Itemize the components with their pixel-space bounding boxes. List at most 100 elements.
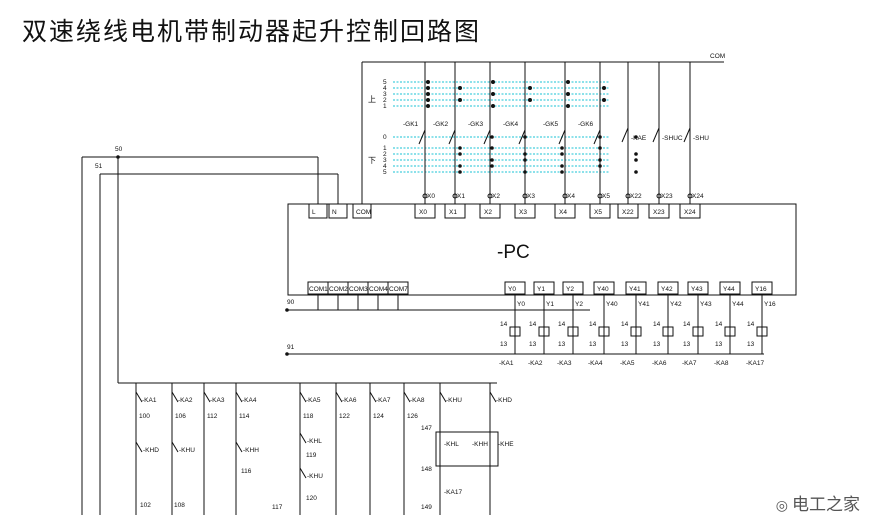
plc-com-COM2: COM2 bbox=[329, 286, 348, 293]
bus-label-51: 51 bbox=[95, 163, 103, 170]
svg-text:14: 14 bbox=[653, 321, 661, 328]
relay-label: -KA8 bbox=[714, 360, 729, 367]
svg-text:13: 13 bbox=[529, 341, 537, 348]
plc-input-X24: X24 bbox=[684, 209, 696, 216]
svg-text:14: 14 bbox=[558, 321, 566, 328]
plc-output-Y42: Y42 bbox=[661, 286, 673, 293]
row-label: 5 bbox=[383, 169, 387, 176]
row-label: 1 bbox=[383, 103, 387, 110]
contact-label: -SHU bbox=[693, 135, 709, 142]
ladder-contact: -KHU bbox=[307, 473, 323, 480]
row-label: 2 bbox=[383, 151, 387, 158]
node-label: 106 bbox=[175, 413, 186, 420]
output-label: Y2 bbox=[575, 301, 583, 308]
bus-label-91: 91 bbox=[287, 344, 295, 351]
plc-input-X2: X2 bbox=[484, 209, 492, 216]
plc-com-COM7: COM7 bbox=[389, 286, 408, 293]
plc-com-COM4: COM4 bbox=[369, 286, 388, 293]
input-label: X24 bbox=[692, 193, 704, 200]
node-label: 100 bbox=[139, 413, 150, 420]
ladder-contact: -KHH bbox=[243, 447, 259, 454]
input-label: X0 bbox=[427, 193, 435, 200]
output-label: Y1 bbox=[546, 301, 554, 308]
svg-text:13: 13 bbox=[747, 341, 755, 348]
contact-label: -GK2 bbox=[433, 121, 449, 128]
svg-text:14: 14 bbox=[747, 321, 755, 328]
node-label: 149 bbox=[421, 504, 432, 511]
wechat-icon: ◎ bbox=[775, 498, 788, 514]
node-label: 124 bbox=[373, 413, 384, 420]
node-label: 120 bbox=[306, 495, 317, 502]
input-label: X4 bbox=[567, 193, 575, 200]
watermark: ◎电工之家 bbox=[776, 490, 860, 515]
row-label: 3 bbox=[383, 157, 387, 164]
output-label: Y40 bbox=[606, 301, 618, 308]
input-label: X5 bbox=[602, 193, 610, 200]
plc-input-X23: X23 bbox=[653, 209, 665, 216]
output-label: Y16 bbox=[764, 301, 776, 308]
input-label: X22 bbox=[630, 193, 642, 200]
relay-label: -KA17 bbox=[746, 360, 764, 367]
plc-input-X1: X1 bbox=[449, 209, 457, 216]
contact-label: -KAE bbox=[631, 135, 647, 142]
node-label: 114 bbox=[239, 413, 250, 420]
ladder-contact: -KHU bbox=[179, 447, 195, 454]
node-label: 147 bbox=[421, 425, 432, 432]
plc-box bbox=[287, 203, 797, 296]
plc-power-L: L bbox=[312, 209, 316, 216]
side-label-down: 下 bbox=[368, 156, 376, 165]
node-label: 126 bbox=[407, 413, 418, 420]
contact-label: -GK3 bbox=[468, 121, 484, 128]
relay-label: -KA5 bbox=[620, 360, 635, 367]
contact-label: -GK6 bbox=[578, 121, 594, 128]
relay-label: -KA4 bbox=[588, 360, 603, 367]
plc-output-Y1: Y1 bbox=[537, 286, 545, 293]
plc-output-Y41: Y41 bbox=[629, 286, 641, 293]
plc-power-COM: COM bbox=[356, 209, 371, 216]
row-label: 5 bbox=[383, 79, 387, 86]
node-label: 116 bbox=[241, 468, 252, 475]
svg-text:13: 13 bbox=[715, 341, 723, 348]
row-label: 2 bbox=[383, 97, 387, 104]
ladder-contact: -KA5 bbox=[306, 397, 321, 404]
svg-text:13: 13 bbox=[558, 341, 566, 348]
plc-output-Y2: Y2 bbox=[566, 286, 574, 293]
ladder-contact: -KHL bbox=[444, 441, 459, 448]
ladder-contact: -KHD bbox=[496, 397, 512, 404]
node-label: 108 bbox=[174, 502, 185, 509]
svg-text:13: 13 bbox=[621, 341, 629, 348]
node-label: 102 bbox=[140, 502, 151, 509]
output-label: Y42 bbox=[670, 301, 682, 308]
ladder-contact: -KA8 bbox=[410, 397, 425, 404]
plc-com-COM3: COM3 bbox=[349, 286, 368, 293]
svg-text:13: 13 bbox=[653, 341, 661, 348]
node-label: 112 bbox=[207, 413, 218, 420]
node-label: 119 bbox=[306, 452, 317, 459]
svg-text:13: 13 bbox=[589, 341, 597, 348]
node-label: 118 bbox=[303, 413, 314, 420]
ladder-contact: -KA6 bbox=[342, 397, 357, 404]
contact-label: -SHUC bbox=[662, 135, 683, 142]
svg-text:14: 14 bbox=[589, 321, 597, 328]
relay-label: -KA7 bbox=[682, 360, 697, 367]
svg-text:14: 14 bbox=[621, 321, 629, 328]
row-label: 3 bbox=[383, 91, 387, 98]
watermark-text: 电工之家 bbox=[792, 495, 860, 515]
node-label: 148 bbox=[421, 466, 432, 473]
ladder-contact: -KHU bbox=[446, 397, 462, 404]
ladder-contact: -KHH bbox=[472, 441, 488, 448]
ladder-contact: -KA1 bbox=[142, 397, 157, 404]
input-label: X2 bbox=[492, 193, 500, 200]
plc-power-N: N bbox=[332, 209, 337, 216]
svg-text:13: 13 bbox=[683, 341, 691, 348]
output-label: Y44 bbox=[732, 301, 744, 308]
ladder-contact: -KHE bbox=[498, 441, 514, 448]
plc-input-X3: X3 bbox=[519, 209, 527, 216]
ladder-contact: -KA7 bbox=[376, 397, 391, 404]
side-label-up: 上 bbox=[368, 95, 376, 104]
output-label: Y43 bbox=[700, 301, 712, 308]
ladder-contact: -KA17 bbox=[444, 489, 462, 496]
row-label: 0 bbox=[383, 134, 387, 141]
relay-label: -KA1 bbox=[499, 360, 514, 367]
